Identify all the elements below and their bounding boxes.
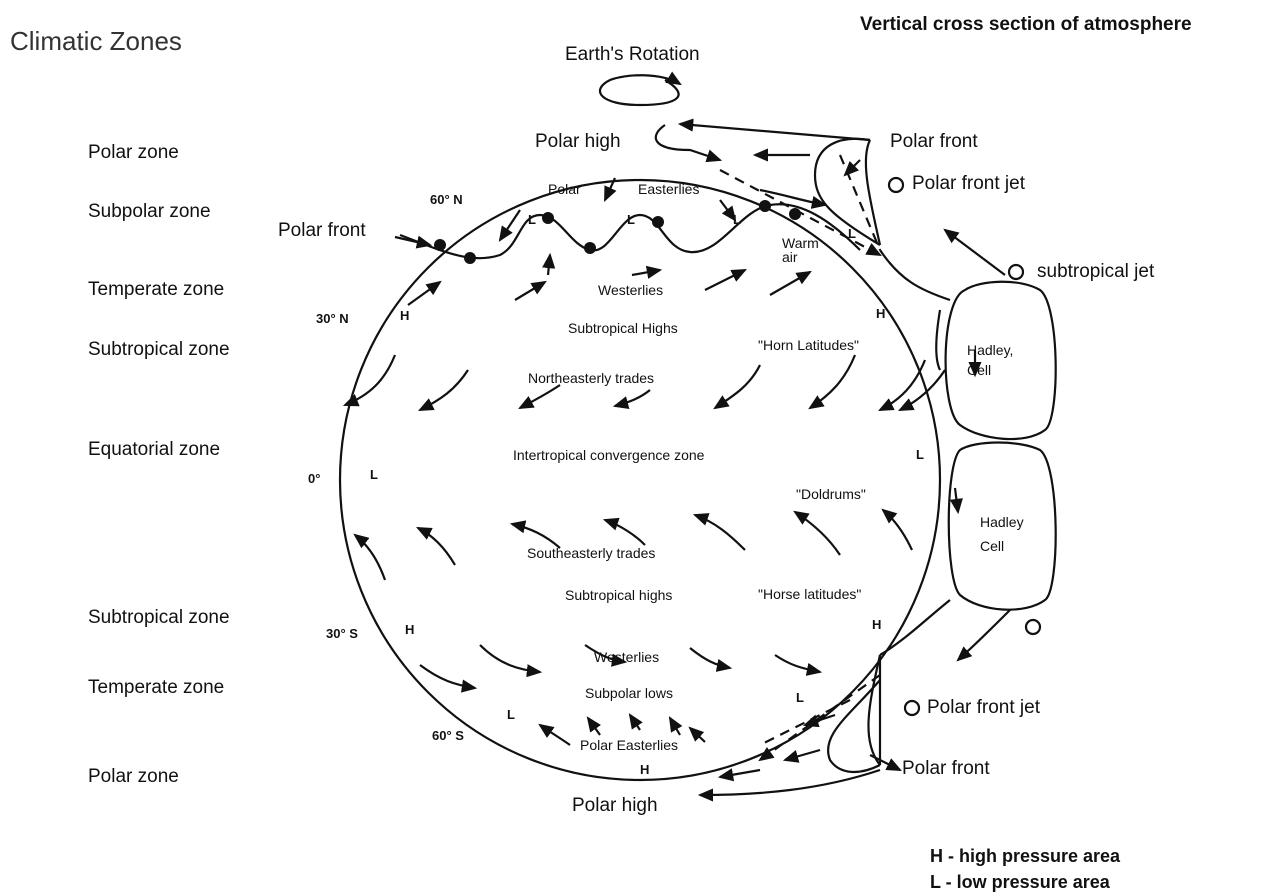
zone-label-polar-n: Polar zone xyxy=(88,142,179,163)
low-marker: L xyxy=(507,707,515,722)
polar-front-jet-top-label: Polar front jet xyxy=(912,173,1025,194)
zone-label-subtropical-n: Subtropical zone xyxy=(88,339,230,360)
rotation-arrow xyxy=(598,71,682,107)
latitude-60s: 60° S xyxy=(432,728,464,743)
zone-label-equatorial: Equatorial zone xyxy=(88,439,221,460)
polar-front-jet-bottom-label: Polar front jet xyxy=(927,697,1040,718)
zone-label-polar-s: Polar zone xyxy=(88,766,179,787)
subpolar-lows-label: Subpolar lows xyxy=(585,685,673,701)
zone-label-subtropical-s: Subtropical zone xyxy=(88,607,230,628)
easterlies-north-label: Easterlies xyxy=(638,181,700,197)
low-marker: L xyxy=(370,467,378,482)
earth-rotation-label: Earth's Rotation xyxy=(565,44,700,65)
polar-front-left-label: Polar front xyxy=(278,220,366,241)
hadley-cell-north xyxy=(944,280,1057,441)
itcz-label: Intertropical convergence zone xyxy=(513,447,705,463)
horn-latitudes-label: "Horn Latitudes" xyxy=(758,337,859,353)
polar-front-jet-marker-n xyxy=(887,176,905,194)
horse-latitudes-label: "Horse latitudes" xyxy=(758,586,862,602)
high-marker: H xyxy=(405,622,415,637)
northeasterly-trades-label: Northeasterly trades xyxy=(528,370,655,386)
westerlies-north-label: Westerlies xyxy=(598,282,664,298)
warm-air-label: Warm air xyxy=(782,235,819,265)
latitude-0: 0° xyxy=(308,471,321,486)
high-marker: H xyxy=(876,306,886,321)
low-marker: L xyxy=(627,212,635,227)
doldrums-label: "Doldrums" xyxy=(796,486,866,502)
legend-high: H - high pressure area xyxy=(930,846,1121,866)
polar-front-top-label: Polar front xyxy=(890,131,978,152)
low-marker: L xyxy=(528,212,536,227)
westerlies-south-label: Westerlies xyxy=(594,649,660,665)
zone-label-subpolar-n: Subpolar zone xyxy=(88,201,211,222)
high-marker: H xyxy=(640,762,650,777)
subtropical-highs-north-label: Subtropical Highs xyxy=(568,320,678,336)
latitude-60n: 60° N xyxy=(430,192,463,207)
southeasterly-trades-label: Southeasterly trades xyxy=(527,545,656,561)
polar-label: Polar xyxy=(548,181,581,197)
jet-marker-south xyxy=(1024,618,1042,636)
hadley-cell-south xyxy=(947,441,1057,611)
legend-low: L - low pressure area xyxy=(930,872,1110,892)
polar-front-bottom-label: Polar front xyxy=(902,758,990,779)
subtropical-jet-marker xyxy=(1007,263,1025,281)
earth-circle xyxy=(338,178,942,782)
polar-high-north-label: Polar high xyxy=(535,131,621,152)
subtropical-highs-south-label: Subtropical highs xyxy=(565,587,673,603)
polar-high-south-label: Polar high xyxy=(572,795,658,816)
high-marker: H xyxy=(872,617,882,632)
latitude-30n: 30° N xyxy=(316,311,349,326)
subtropical-jet-label: subtropical jet xyxy=(1037,261,1155,282)
polar-easterlies-south-label: Polar Easterlies xyxy=(580,737,679,753)
low-marker: L xyxy=(733,212,741,227)
hadley-cell-south-label: Hadley Cell xyxy=(980,514,1024,554)
zone-label-temperate-s: Temperate zone xyxy=(88,677,225,698)
zone-label-temperate-n: Temperate zone xyxy=(88,279,225,300)
polar-front-jet-marker-s xyxy=(903,699,921,717)
page-title: Climatic Zones xyxy=(10,26,182,56)
diagram-header: Vertical cross section of atmosphere xyxy=(860,14,1192,35)
latitude-30s: 30° S xyxy=(326,626,358,641)
high-marker: H xyxy=(400,308,410,323)
low-marker: L xyxy=(916,447,924,462)
low-marker: L xyxy=(848,226,856,241)
low-marker: L xyxy=(796,690,804,705)
hadley-cell-north-label: Hadley, Cell xyxy=(967,342,1014,378)
